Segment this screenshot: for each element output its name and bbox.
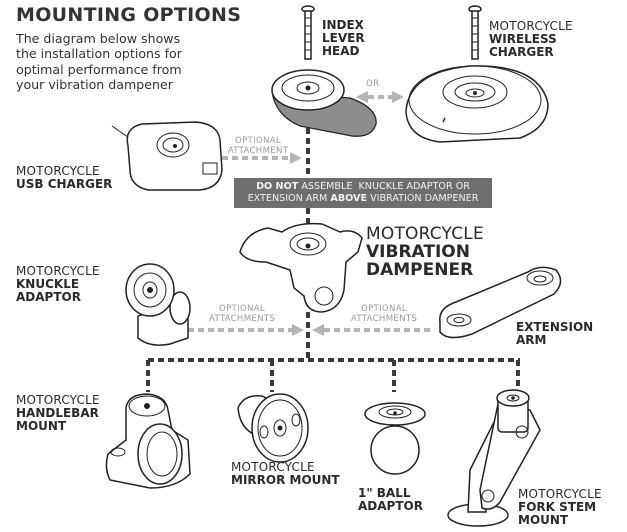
label-mirror-mount: MOTORCYCLE MIRROR MOUNT xyxy=(231,461,340,487)
label-line: MOTORCYCLE xyxy=(518,487,602,501)
label-index-lever-head: INDEX LEVER HEAD xyxy=(322,19,365,58)
label-extension-arm: EXTENSION ARM xyxy=(516,321,593,347)
label-line: MOUNT xyxy=(16,419,67,433)
note-line: ATTACHMENTS xyxy=(208,313,276,324)
note-line: OPTIONAL xyxy=(219,304,265,314)
label-handlebar-mount: MOTORCYCLE HANDLEBAR MOUNT xyxy=(16,394,100,433)
label-line: WIRELESS xyxy=(489,32,557,46)
label-line: MOTORCYCLE xyxy=(366,224,484,244)
mirror-mount-illustration xyxy=(237,393,309,463)
label-line: ADAPTOR xyxy=(358,499,423,513)
label-line: 1" BALL xyxy=(358,486,411,500)
label-line: VIBRATION xyxy=(366,242,470,262)
index-lever-head-illustration xyxy=(271,69,377,137)
usb-arrow-icon xyxy=(290,152,302,164)
optional-attachment-note: OPTIONAL ATTACHMENT xyxy=(222,136,294,156)
label-fork-stem-mount: MOTORCYCLE FORK STEM MOUNT xyxy=(518,488,602,527)
label-line: MOTORCYCLE xyxy=(16,264,100,278)
label-line: INDEX xyxy=(322,18,364,32)
optional-attachments-left-note: OPTIONAL ATTACHMENTS xyxy=(200,304,284,324)
label-line: FORK STEM xyxy=(518,500,597,514)
knuckle-adaptor-illustration xyxy=(125,263,191,346)
warning-text: ASSEMBLE KNUCKLE ADAPTOR OR xyxy=(298,181,470,192)
label-line: MOTORCYCLE xyxy=(16,164,100,178)
screw-icon-left xyxy=(301,5,315,60)
label-line: MIRROR MOUNT xyxy=(231,473,340,487)
ball-adaptor-illustration xyxy=(364,402,426,475)
label-line: MOTORCYCLE xyxy=(231,460,315,474)
intro-line: your vibration dampener xyxy=(16,77,173,93)
label-line: MOTORCYCLE xyxy=(16,393,100,407)
label-line: MOUNT xyxy=(518,513,569,527)
extension-arrow-icon xyxy=(312,324,324,336)
intro-text: The diagram below shows the installation… xyxy=(16,31,256,93)
label-line: HEAD xyxy=(322,44,360,58)
warning-text: VIBRATION DAMPENER xyxy=(367,193,479,204)
label-line: HANDLEBAR xyxy=(16,406,99,420)
page-title: MOUNTING OPTIONS xyxy=(16,4,242,26)
note-line: ATTACHMENT xyxy=(227,145,289,156)
note-line: ATTACHMENTS xyxy=(350,313,418,324)
label-knuckle-adaptor: MOTORCYCLE KNUCKLE ADAPTOR xyxy=(16,265,100,304)
warning-line-2: EXTENSION ARM ABOVE VIBRATION DAMPENER xyxy=(234,193,492,205)
label-vibration-dampener: MOTORCYCLE VIBRATION DAMPENER xyxy=(366,225,484,279)
label-line: KNUCKLE xyxy=(16,277,80,291)
label-line: DAMPENER xyxy=(366,260,474,280)
intro-line: The diagram below shows xyxy=(16,31,181,46)
or-left-arrow-icon xyxy=(356,91,368,103)
warning-text: EXTENSION ARM xyxy=(247,193,331,204)
fork-stem-mount-illustration xyxy=(447,389,541,527)
knuckle-arrow-icon xyxy=(292,324,304,336)
label-line: ADAPTOR xyxy=(16,290,81,304)
intro-line: the installation options for xyxy=(16,46,182,62)
label-usb-charger: MOTORCYCLE USB CHARGER xyxy=(16,165,112,191)
label-wireless-charger: MOTORCYCLE WIRELESS CHARGER xyxy=(489,20,573,59)
screw-icon-right xyxy=(468,5,482,60)
warning-bold: DO NOT xyxy=(256,181,299,192)
label-line: EXTENSION xyxy=(516,320,594,334)
handlebar-mount-illustration xyxy=(105,393,191,489)
extension-arm-illustration xyxy=(439,266,562,339)
label-line: LEVER xyxy=(322,31,365,45)
note-line: OPTIONAL xyxy=(235,136,281,146)
optional-attachments-right-note: OPTIONAL ATTACHMENTS xyxy=(342,304,426,324)
warning-bold: ABOVE xyxy=(330,193,368,204)
label-line: CHARGER xyxy=(489,45,554,59)
label-line: MOTORCYCLE xyxy=(489,19,573,33)
label-line: ARM xyxy=(516,333,547,347)
warning-line-1: DO NOT ASSEMBLE KNUCKLE ADAPTOR OR xyxy=(234,181,492,193)
note-line: OPTIONAL xyxy=(361,304,407,314)
usb-charger-illustration xyxy=(111,121,223,191)
or-label: OR xyxy=(366,79,380,89)
label-line: USB CHARGER xyxy=(16,177,113,191)
warning-banner: DO NOT ASSEMBLE KNUCKLE ADAPTOR OR EXTEN… xyxy=(234,178,492,208)
wireless-charger-illustration xyxy=(405,65,549,143)
vibration-dampener-illustration xyxy=(239,222,363,313)
label-ball-adaptor: 1" BALL ADAPTOR xyxy=(358,487,423,513)
intro-line: optimal performance from xyxy=(16,61,182,77)
or-right-arrow-icon xyxy=(392,91,404,103)
